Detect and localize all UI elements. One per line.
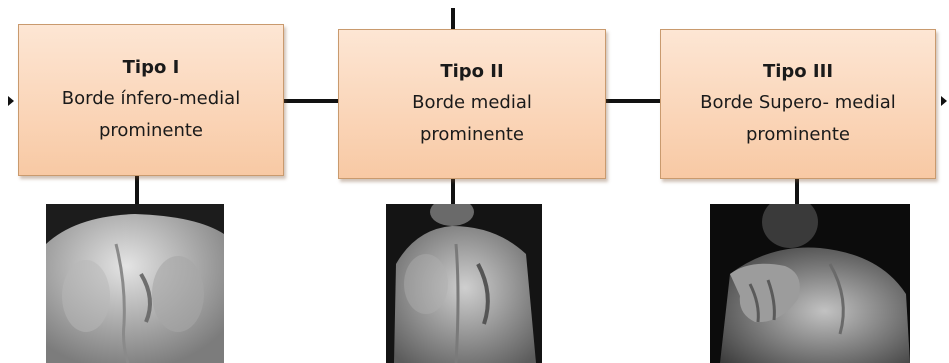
type-3-description: Borde Supero- medial prominente xyxy=(700,87,896,151)
type-1-title: Tipo I xyxy=(123,53,180,83)
left-arrow-icon xyxy=(8,96,14,106)
back-photo-type-1-image xyxy=(46,204,224,363)
drop-line-1 xyxy=(135,176,139,204)
drop-line-3 xyxy=(795,178,799,204)
top-connector xyxy=(451,8,455,30)
connector-1-2 xyxy=(283,99,339,103)
type-2-box: Tipo II Borde medial prominente xyxy=(338,29,606,179)
type-3-box: Tipo III Borde Supero- medial prominente xyxy=(660,29,936,179)
back-photo-type-2-image xyxy=(386,204,542,363)
type-2-title: Tipo II xyxy=(440,57,503,87)
back-photo-type-1 xyxy=(46,204,224,363)
type-3-title: Tipo III xyxy=(763,57,833,87)
connector-2-3 xyxy=(605,99,661,103)
type-1-box: Tipo I Borde ínfero-medial prominente xyxy=(18,24,284,176)
type-2-description: Borde medial prominente xyxy=(412,87,532,151)
back-photo-type-3 xyxy=(710,204,910,363)
drop-line-2 xyxy=(451,178,455,204)
back-photo-type-3-image xyxy=(710,204,910,363)
back-photo-type-2 xyxy=(386,204,542,363)
type-1-description: Borde ínfero-medial prominente xyxy=(62,83,240,147)
right-arrow-icon xyxy=(941,96,947,106)
